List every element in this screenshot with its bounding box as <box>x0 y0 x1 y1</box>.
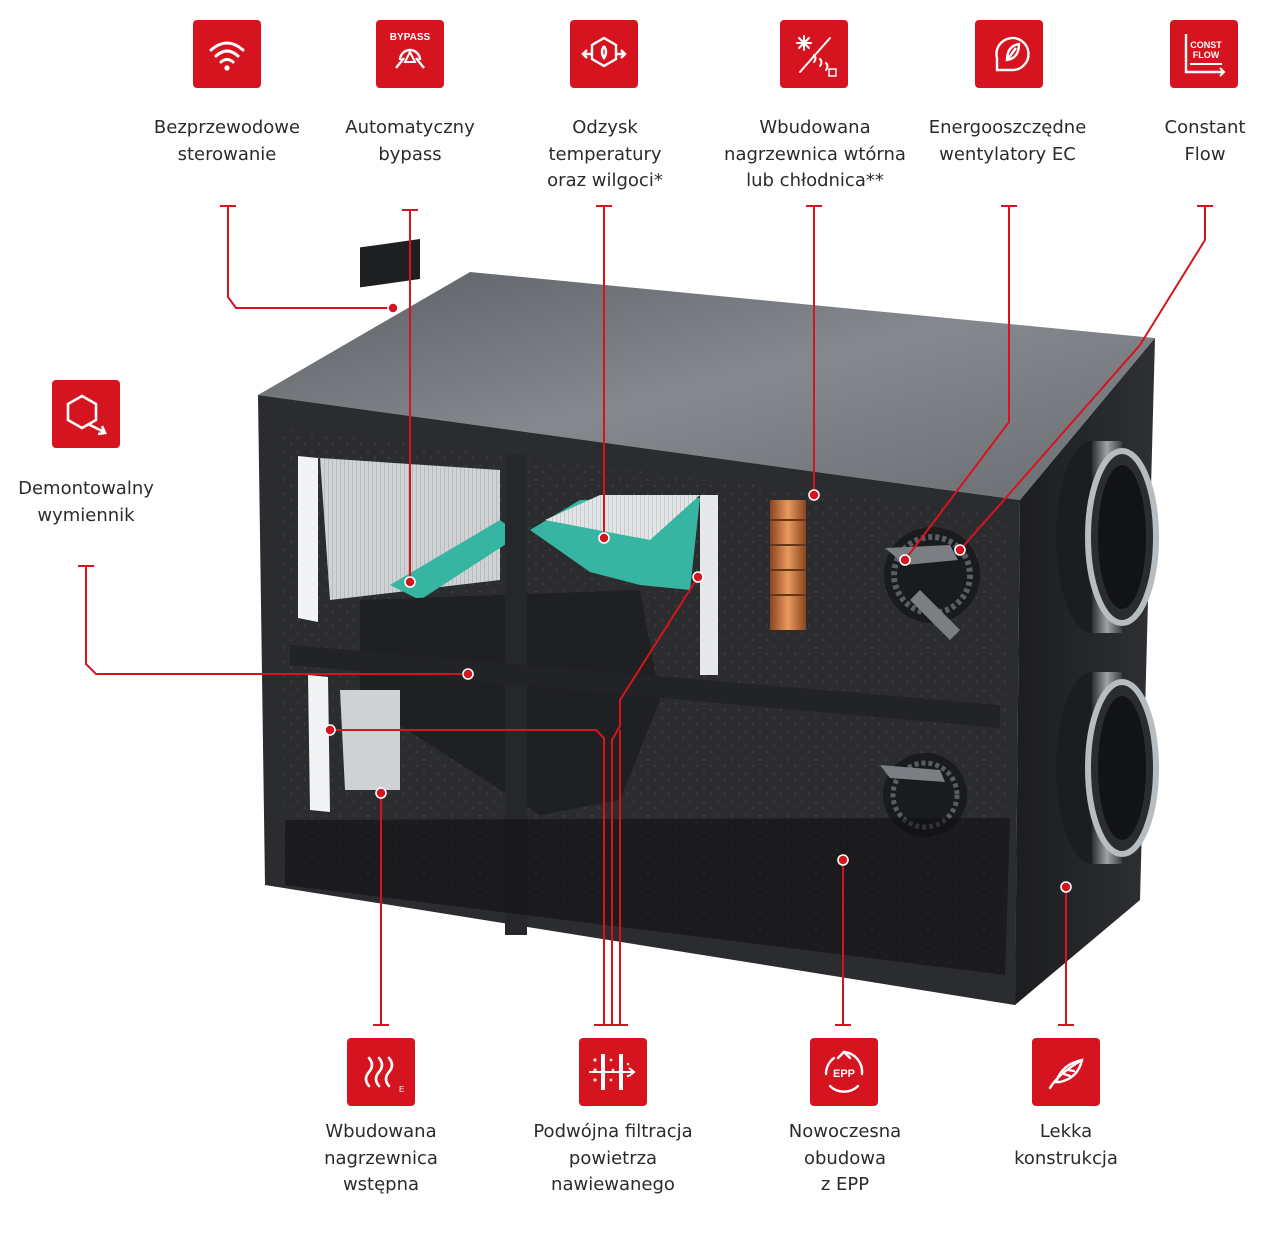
bypass-badge-text: BYPASS <box>390 32 431 43</box>
heat-waves-icon: E <box>347 1038 415 1106</box>
snowflake-heat-icon <box>780 20 848 88</box>
leaf-fan-icon <box>975 20 1043 88</box>
constant-flow-badge-line-1: CONST <box>1190 40 1222 50</box>
heat-recovery-icon <box>570 20 638 88</box>
epp-badge-text: EPP <box>833 1068 855 1080</box>
bypass-icon: BYPASS <box>376 20 444 88</box>
duct-spigots <box>1056 441 1159 864</box>
feather-icon <box>1032 1038 1100 1106</box>
wifi-icon <box>193 20 261 88</box>
constant-flow-badge-line-2: FLOW <box>1193 50 1220 60</box>
svg-text:E: E <box>399 1085 404 1094</box>
recycle-icon: EPP <box>810 1038 878 1106</box>
hexagon-arrow-icon <box>52 380 120 448</box>
leader-lines <box>78 205 1213 1026</box>
filter-icon <box>579 1038 647 1106</box>
constant-flow-icon: CONST FLOW <box>1170 20 1238 88</box>
